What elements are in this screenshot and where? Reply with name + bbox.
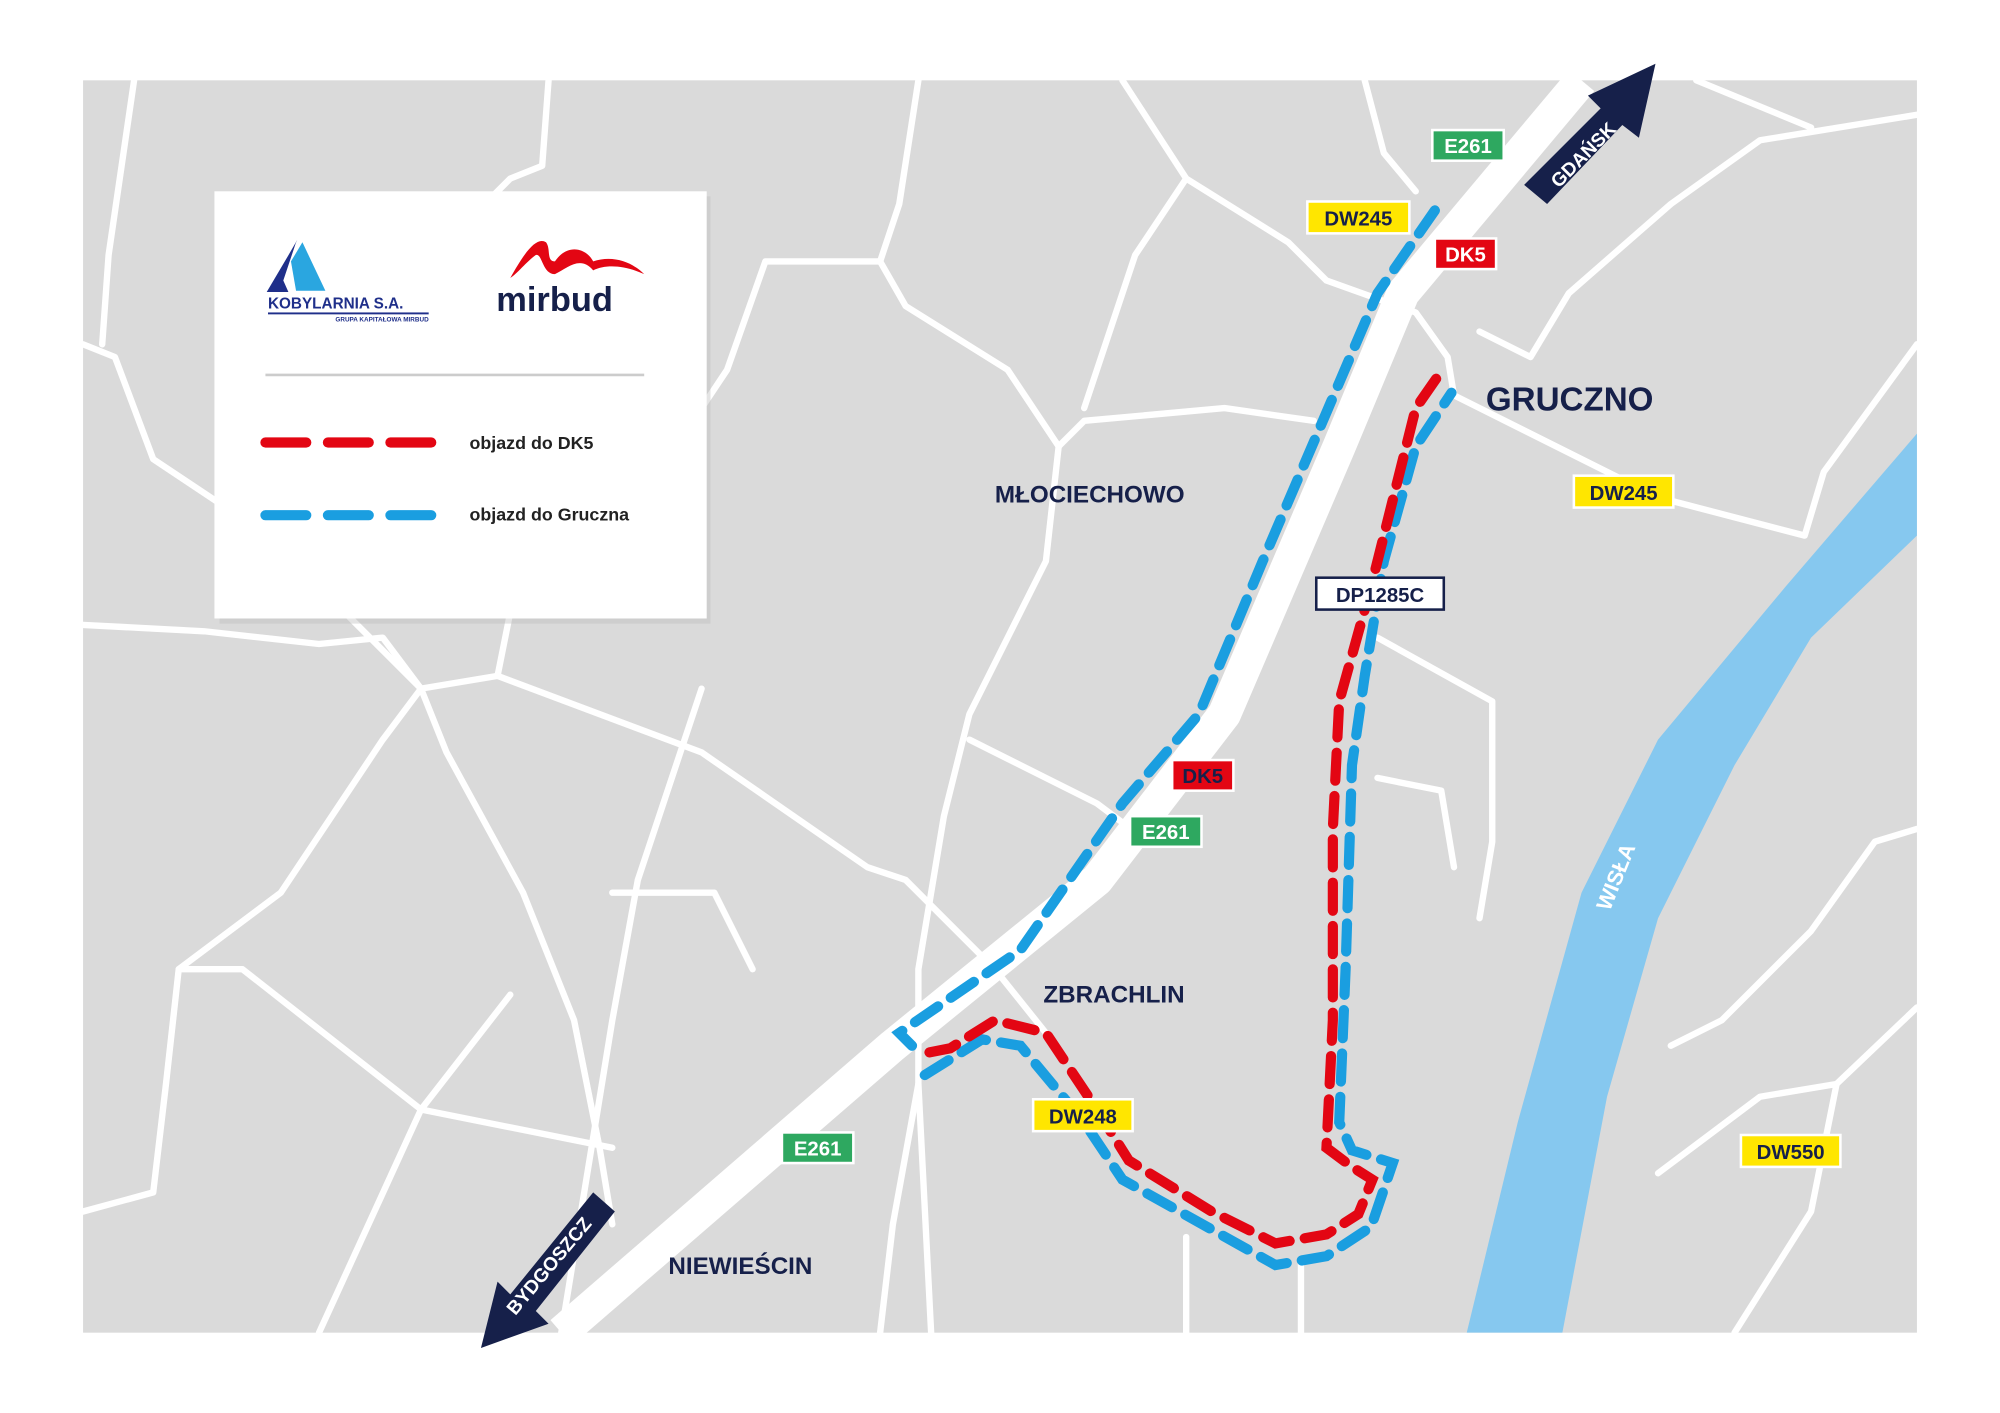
shield-dw550: DW550: [1757, 1142, 1825, 1164]
road-shields: E261 E261 E261 DK5 DK5 DW245 DW245 DW248…: [780, 128, 1842, 1169]
shield-dk5: DK5: [1445, 244, 1486, 266]
mirbud-logo-text: mirbud: [496, 281, 613, 319]
shield-dp1285c: DP1285C: [1336, 585, 1425, 607]
main-road-e261: [550, 69, 1595, 1346]
wisla-river: [1466, 433, 1917, 1333]
shield-dk5: DK5: [1182, 766, 1223, 788]
mirbud-logo: mirbud: [496, 241, 645, 319]
shield-dw245: DW245: [1590, 483, 1658, 505]
legend-label-gruczno: objazd do Gruczna: [469, 504, 630, 524]
legend-panel: KOBYLARNIA S.A. GRUPA KAPITAŁOWA MIRBUD …: [214, 191, 711, 624]
minor-roads: [79, 77, 1921, 1336]
shield-e261: E261: [1142, 822, 1190, 844]
place-zbrachlin: ZBRACHLIN: [1043, 981, 1184, 1008]
shield-dw245: DW245: [1324, 209, 1392, 231]
kobylarnia-logo-subtext: GRUPA KAPITAŁOWA MIRBUD: [335, 316, 429, 323]
kobylarnia-logo: KOBYLARNIA S.A. GRUPA KAPITAŁOWA MIRBUD: [266, 239, 429, 323]
route-gruczno: [891, 205, 1457, 1271]
place-gruczno: GRUCZNO: [1486, 382, 1654, 419]
shield-e261: E261: [794, 1138, 842, 1160]
shield-dw248: DW248: [1049, 1107, 1117, 1129]
kobylarnia-logo-text: KOBYLARNIA S.A.: [268, 296, 403, 313]
legend-label-dk5: objazd do DK5: [469, 433, 593, 453]
shield-e261: E261: [1444, 136, 1492, 158]
place-niewiescin: NIEWIEŚCIN: [668, 1252, 812, 1280]
place-mlociechowo: MŁOCIECHOWO: [995, 481, 1185, 508]
